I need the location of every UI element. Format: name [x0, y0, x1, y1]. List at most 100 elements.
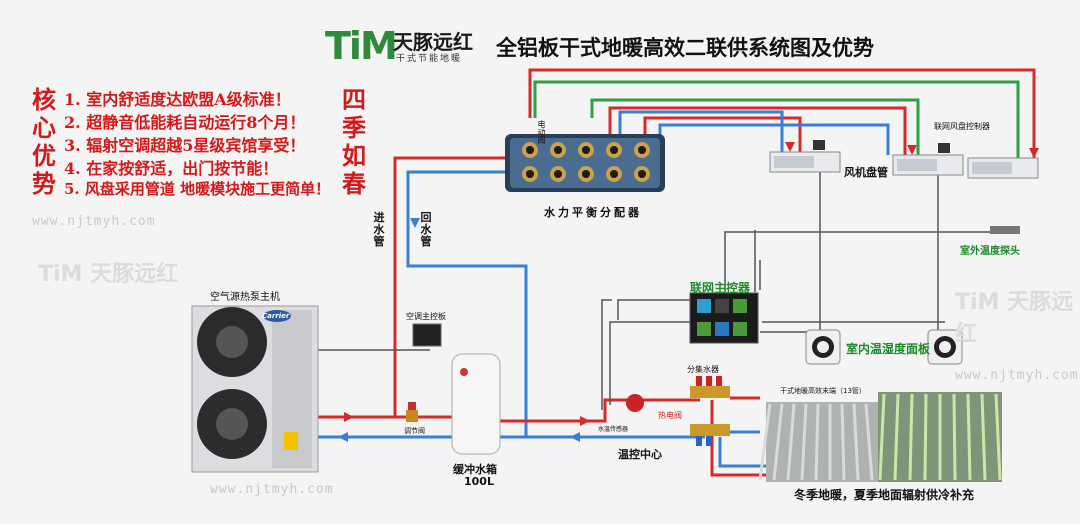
control-line: [533, 80, 1020, 158]
fan-coil-unit: [892, 143, 964, 176]
signal-wire: [724, 231, 1000, 292]
flow-arrow: [570, 432, 580, 442]
signal-wire: [609, 321, 690, 405]
manifold-label: 分集水器: [687, 365, 719, 374]
advantage-item: 3. 辐射空调超越5星级宾馆享受！: [64, 136, 306, 155]
core-advantage-heading: 核 心 优 势: [32, 85, 56, 198]
ac-panel-label: 空调主控板: [406, 312, 446, 321]
flow-arrow: [338, 432, 348, 442]
fan-coil-unit: [967, 157, 1039, 179]
advantage-item: 1. 室内舒适度达欧盟A级标准！: [64, 90, 291, 109]
floor-tube: [786, 403, 796, 481]
watermark: www.njtmyh.com: [32, 214, 156, 229]
flow-arrow: [907, 145, 917, 155]
flow-arrow: [344, 412, 354, 422]
floor-tube: [952, 393, 957, 481]
signal-wire: [601, 299, 612, 410]
heat-pump-unit: [191, 305, 319, 473]
outdoor-probe-label: 室外温度探头: [960, 246, 1020, 257]
logo-tagline: 干式节能地暖: [396, 54, 463, 64]
return-pipe-main: [406, 170, 528, 437]
logo-name: 天豚远红: [393, 30, 473, 54]
advantage-item: 2. 超静音低能耗自动运行8个月！: [64, 113, 306, 132]
control-line: [590, 98, 920, 155]
distributor-port-hole: [582, 170, 590, 178]
buffer-tank-label: 缓冲水箱: [453, 463, 497, 476]
flow-arrow: [410, 218, 420, 228]
return-pipe: [658, 123, 890, 155]
circulation-pump: [626, 394, 644, 412]
distributor-port-hole: [638, 146, 646, 154]
regulating-valve-label: 调节阀: [404, 427, 425, 435]
thermo-valve-label: 热电阀: [658, 411, 682, 420]
watermark-logo: TiM 天豚远红: [38, 262, 179, 287]
control-center-label: 温控中心: [618, 448, 662, 461]
inlet-pipe-label: 进水管: [373, 211, 385, 248]
supply-pipe: [643, 116, 802, 152]
distributor-port-hole: [610, 146, 618, 154]
supply-pipe: [528, 68, 1036, 158]
supply-pipe-lower: [500, 398, 700, 423]
distributor-port-hole: [610, 170, 618, 178]
distributor-port-hole: [526, 170, 534, 178]
watermark: www.njtmyh.com: [955, 368, 1079, 383]
floor-tube: [864, 403, 874, 481]
floor-tube: [966, 393, 972, 481]
outdoor-probe: [990, 226, 1020, 234]
water-temp-sensor-label: 水温传感器: [598, 426, 629, 433]
floor-tube: [980, 393, 987, 481]
floor-tube: [852, 403, 860, 481]
floor-tube: [908, 393, 914, 481]
watermark-logo: TiM 天豚远红: [955, 290, 1074, 347]
manifold: [690, 376, 730, 446]
floor-tube: [840, 403, 846, 481]
watermark: www.njtmyh.com: [210, 482, 334, 497]
indoor-panel-label: 室内温湿度面板: [846, 342, 931, 356]
signal-wire: [617, 299, 725, 320]
floor-tube: [814, 403, 820, 481]
floor-photo-cooling: [878, 392, 1002, 482]
distributor-port-hole: [638, 170, 646, 178]
return-pipe-label: 回水管: [420, 211, 432, 248]
fan-coil-label: 风机盘管: [844, 166, 888, 179]
electric-valve-label: 电动阀: [537, 120, 546, 144]
advantage-item: 4. 在家按舒适，出门按节能！: [64, 159, 279, 178]
floor-tube: [772, 403, 784, 481]
main-controller: [689, 292, 759, 344]
supply-pipe: [608, 106, 907, 155]
water-distributor: [505, 134, 665, 192]
buffer-tank: [451, 353, 501, 455]
heat-pump-label: 空气源热泵主机: [210, 292, 280, 303]
floor-tube: [994, 393, 1002, 481]
logo-mark: TiM: [325, 24, 398, 68]
distributor-port-hole: [526, 146, 534, 154]
floor-tube: [758, 403, 772, 481]
floor-tube: [923, 393, 928, 481]
distributor-port-hole: [554, 146, 562, 154]
fan-coil-controller-label: 联网风盘控制器: [934, 122, 990, 131]
fan-coil-unit: [769, 140, 841, 173]
seasonal-caption: 冬季地暖，夏季地面辐射供冷补充: [794, 488, 975, 502]
floor-tube: [878, 393, 886, 481]
floor-tube: [893, 393, 900, 481]
return-pipe: [618, 110, 784, 152]
main-controller-label: 联网主控器: [690, 281, 751, 295]
ac-control-panel: [412, 323, 442, 347]
floor-end-label: 干式地暖高效末端（13管）: [780, 387, 866, 395]
page-title: 全铝板干式地暖高效二联供系统图及优势: [496, 36, 874, 60]
indoor-panel: [805, 329, 841, 365]
flow-arrow: [580, 416, 590, 426]
distributor-port-hole: [582, 146, 590, 154]
advantage-item: 5. 风盘采用管道 地暖模块施工更简单！: [64, 180, 331, 198]
distributor-label: 水力平衡分配器: [544, 206, 642, 219]
floor-photo-heating: [758, 402, 878, 482]
heat-pump-brand: Carrier: [262, 312, 290, 320]
flow-arrow: [785, 142, 795, 152]
distributor-port-hole: [554, 170, 562, 178]
distributor-ports: [522, 142, 650, 182]
floor-tube: [800, 403, 808, 481]
flow-arrow: [1029, 148, 1039, 158]
tank-volume-label: 100L: [464, 475, 494, 488]
indoor-panel: [927, 329, 963, 365]
